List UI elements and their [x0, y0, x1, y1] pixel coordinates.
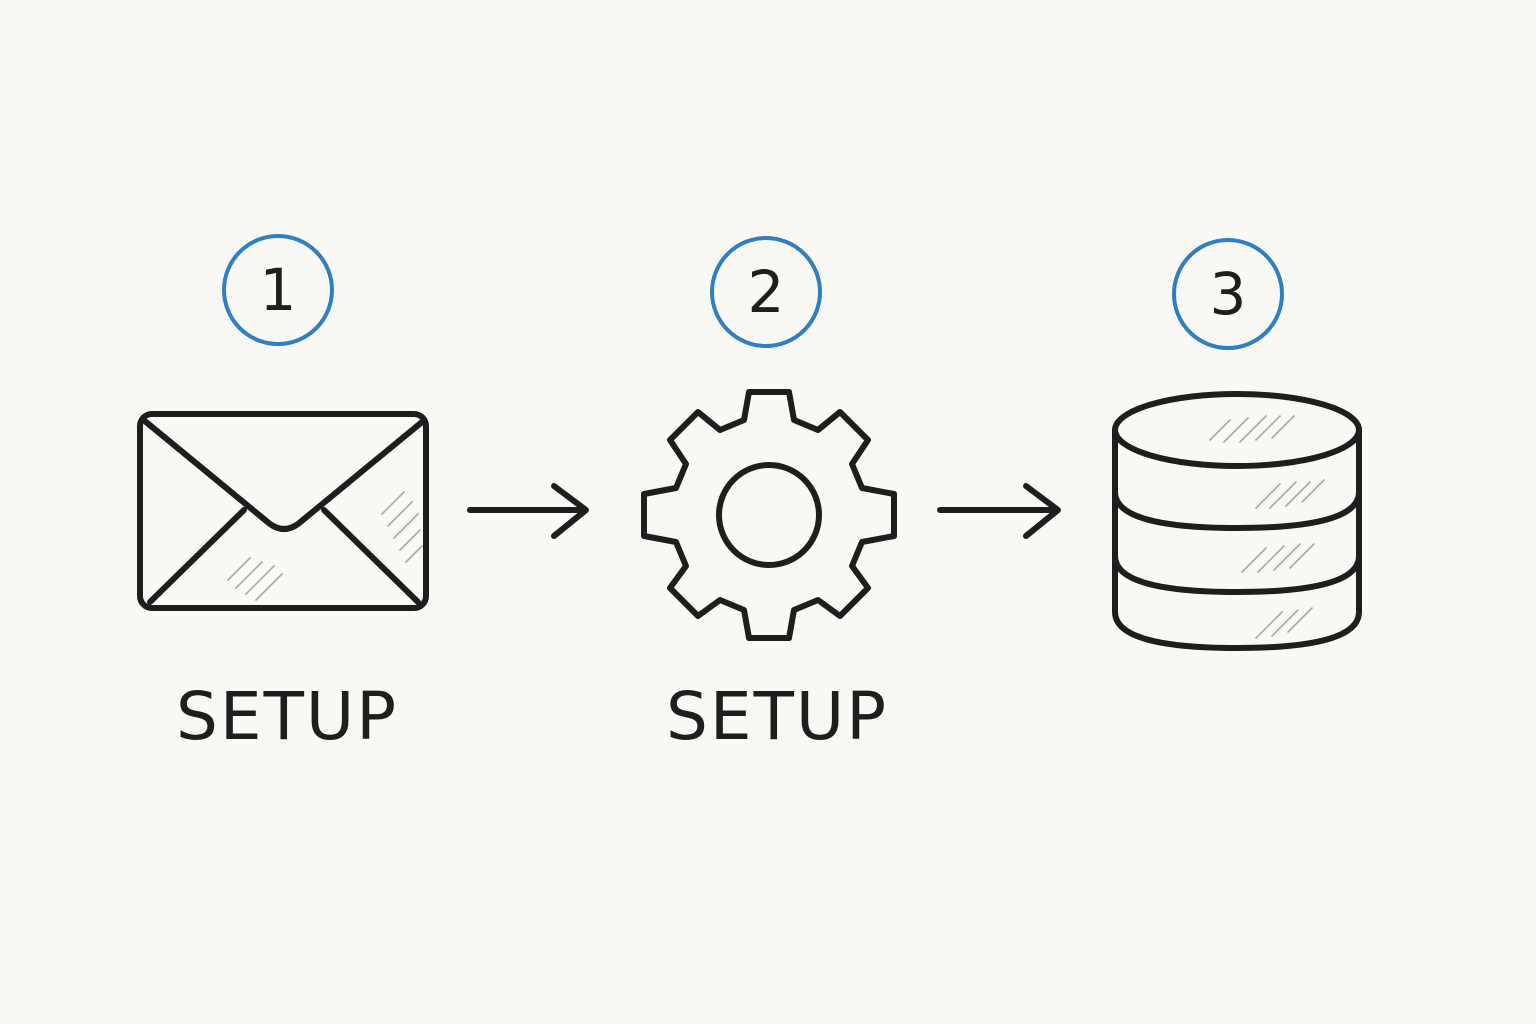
step-3-number: 3	[1209, 260, 1247, 328]
step-1-label: SETUP	[176, 678, 399, 755]
arrow-right-icon	[937, 483, 1061, 539]
step-1-number: 1	[259, 256, 297, 324]
step-1-badge: 1	[222, 234, 334, 346]
step-2-label: SETUP	[666, 678, 889, 755]
envelope-icon	[137, 411, 429, 611]
step-2-badge: 2	[710, 236, 822, 348]
arrow-right-icon	[467, 483, 589, 539]
database-icon	[1112, 391, 1362, 651]
step-2-number: 2	[747, 258, 785, 326]
gear-icon	[641, 389, 897, 641]
step-3-badge: 3	[1172, 238, 1284, 350]
